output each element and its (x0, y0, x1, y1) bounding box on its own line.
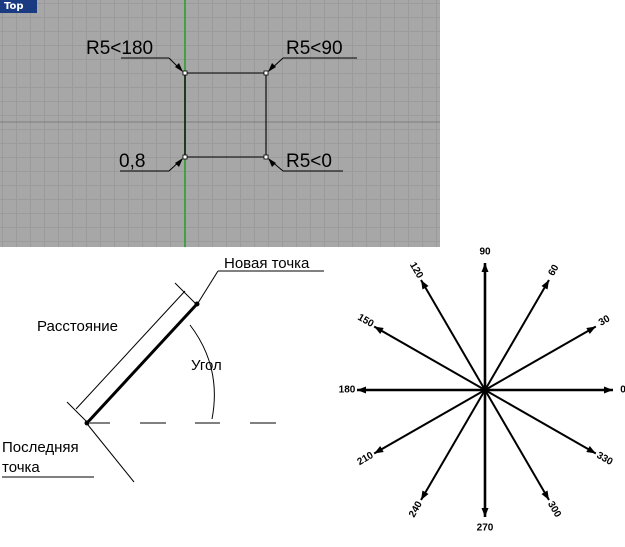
compass-label-300: 300 (545, 500, 563, 520)
compass-label-90: 90 (479, 247, 491, 258)
compass-label-210: 210 (356, 450, 376, 468)
vertex-top-left[interactable] (182, 70, 188, 76)
compass-arrowhead-330 (586, 445, 596, 454)
compass-arrowhead-210 (374, 445, 384, 454)
compass-ray-330 (484, 389, 597, 455)
label-bottom-right: R5<0 (286, 151, 332, 172)
label-new-point: Новая точка (224, 255, 310, 272)
label-angle: Угол (191, 357, 222, 374)
compass-label-150: 150 (356, 312, 376, 330)
leader-bottom-right (268, 158, 343, 172)
compass-arrowhead-60 (541, 280, 549, 290)
label-last-point-2: точка (2, 459, 40, 476)
leader-new-point (197, 270, 219, 304)
polar-segment (85, 302, 199, 425)
compass-label-120: 120 (407, 261, 425, 281)
square-rectangle (184, 72, 267, 158)
compass-arrowhead-270 (481, 508, 489, 517)
compass-arrowhead-30 (586, 326, 596, 335)
compass-label-240: 240 (407, 499, 425, 519)
leader-bottom-left (120, 158, 183, 172)
vertex-top-right[interactable] (263, 70, 269, 76)
compass-arrowhead-240 (421, 490, 429, 500)
compass-ray-210 (373, 389, 486, 455)
angle-arc (189, 324, 215, 420)
compass-arrowhead-90 (481, 263, 489, 272)
compass-ray-150 (373, 325, 486, 391)
compass-label-60: 60 (546, 263, 561, 279)
distance-dimension (66, 282, 198, 425)
compass-ray-120 (420, 279, 486, 391)
label-distance: Расстояние (37, 318, 118, 335)
top-viewport[interactable]: Top (0, 0, 440, 247)
compass-arrowhead-0 (604, 386, 613, 394)
compass-label-330: 330 (595, 450, 615, 468)
last-point-marker (84, 420, 90, 426)
compass-label-270: 270 (477, 523, 494, 534)
label-top-right: R5<90 (286, 38, 343, 59)
compass-ray-30 (484, 325, 597, 391)
label-bottom-left: 0,8 (119, 151, 145, 172)
label-top-left: R5<180 (86, 38, 153, 59)
viewport-title-tab[interactable]: Top (0, 0, 37, 13)
vertex-bottom-left[interactable] (182, 154, 188, 160)
compass-arrowhead-300 (541, 490, 549, 500)
compass-ray-240 (420, 389, 486, 501)
leader-top-right (268, 57, 357, 72)
vertex-bottom-right[interactable] (263, 154, 269, 160)
compass-arrowhead-150 (374, 326, 384, 335)
compass-ray-60 (484, 279, 550, 391)
viewport-drawing: R5<180 R5<90 0,8 R5<0 (0, 0, 440, 247)
compass-label-0: 0 (620, 385, 625, 396)
compass-label-180: 180 (339, 385, 356, 396)
compass-arrowhead-120 (421, 280, 429, 290)
label-last-point-1: Последняя (2, 439, 79, 456)
compass-ray-300 (484, 389, 550, 501)
compass-label-30: 30 (597, 313, 613, 328)
leader-top-left (121, 57, 183, 72)
compass-arrowhead-180 (357, 386, 366, 394)
compass-center (482, 387, 488, 393)
polar-coordinates-diagram: Новая точка Расстояние Угол Последняя то… (2, 255, 324, 483)
leader-last-point (87, 424, 135, 483)
